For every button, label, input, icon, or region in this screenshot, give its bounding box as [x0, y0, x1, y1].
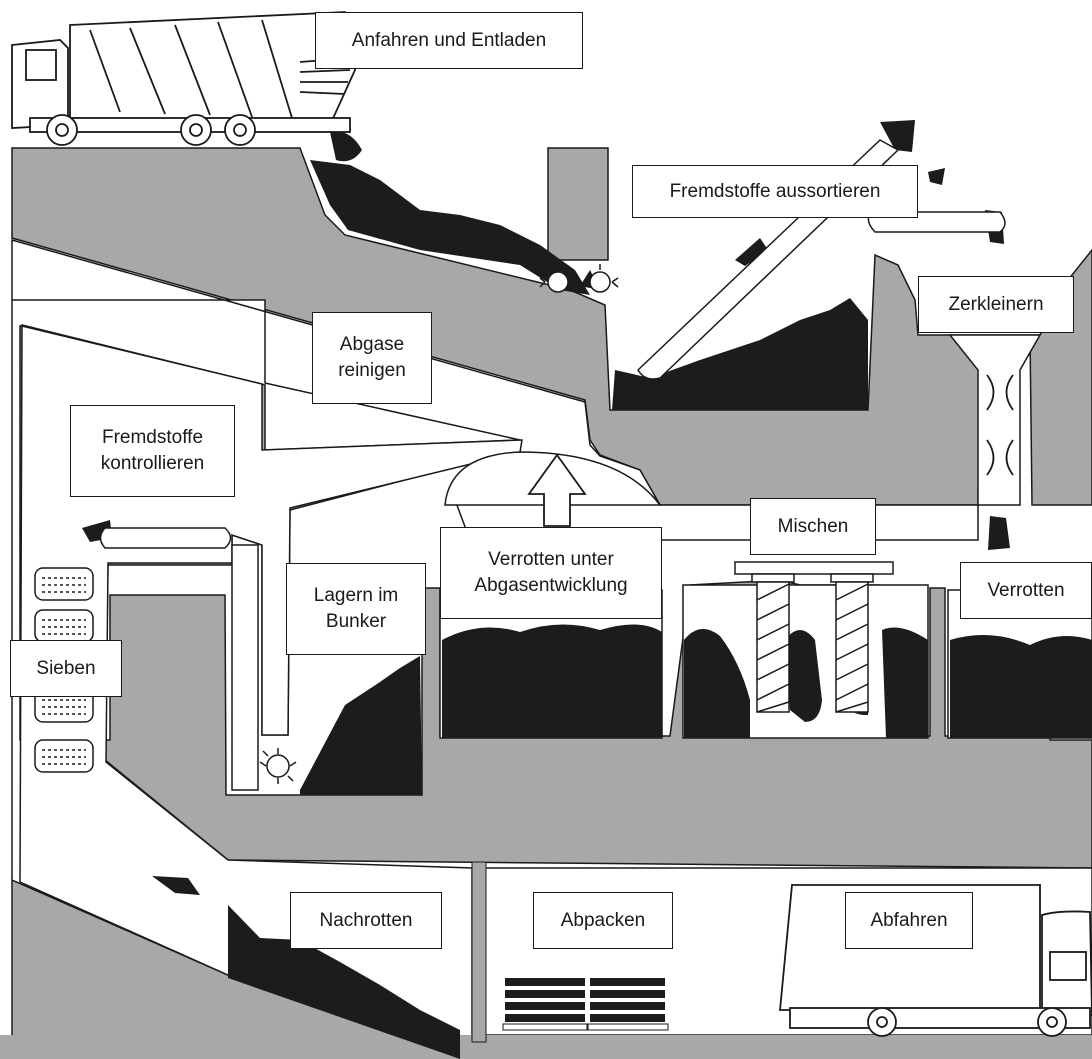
exhaust-arrow-icon — [527, 453, 587, 527]
sieve-drum-icon — [34, 567, 94, 773]
screw-mixer-icon — [734, 561, 894, 713]
label-sort: Fremdstoffe aussortieren — [632, 165, 918, 218]
floor-slab — [0, 1035, 1092, 1059]
label-store: Lagern im Bunker — [286, 563, 426, 655]
shredder-rollers-icon — [259, 264, 619, 784]
material-heaps — [82, 120, 1092, 1059]
label-depart: Abfahren — [845, 892, 973, 949]
label-sieve: Sieben — [10, 640, 122, 697]
label-deliver: Anfahren und Entladen — [315, 12, 583, 69]
label-control: Fremdstoffe kontrollieren — [70, 405, 235, 497]
pallet-stack-icon — [502, 978, 669, 1031]
label-rot: Verrotten — [960, 562, 1092, 619]
label-pack: Abpacken — [533, 892, 673, 949]
tipper-truck-icon — [11, 11, 356, 146]
label-decompose-gas: Verrotten unter Abgasentwicklung — [440, 527, 662, 619]
hopper-column — [547, 147, 609, 261]
label-mix: Mischen — [750, 498, 876, 555]
label-shred: Zerkleinern — [918, 276, 1074, 333]
label-post-rot: Nachrotten — [290, 892, 442, 949]
label-clean-gas: Abgase reinigen — [312, 312, 432, 404]
crusher-icon — [986, 374, 1014, 476]
divider-wall — [471, 861, 487, 1043]
